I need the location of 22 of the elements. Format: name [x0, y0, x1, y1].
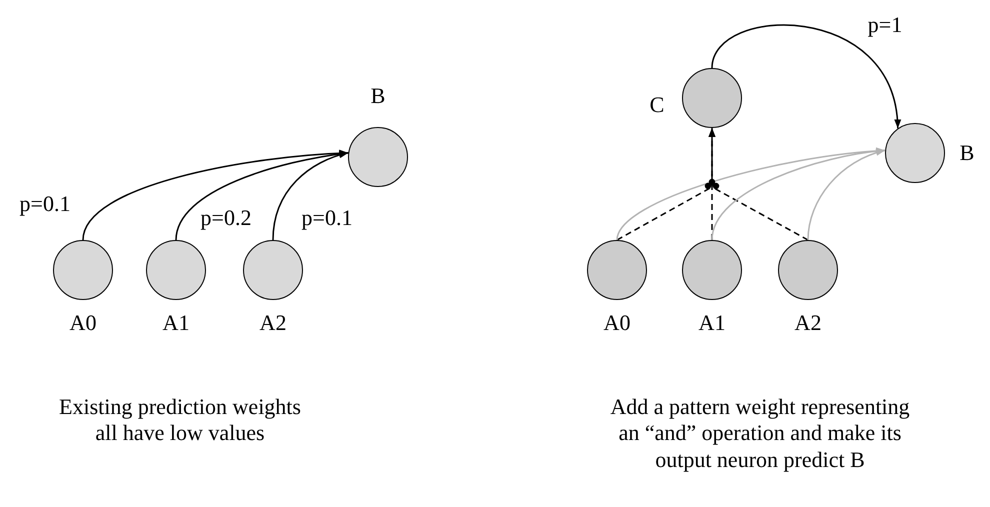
edge-label: p=0.2	[200, 207, 252, 229]
neuron-label: A2	[794, 312, 822, 334]
neuron-label: C	[650, 94, 664, 116]
curved-arrow	[711, 148, 886, 240]
neuron-label: A1	[698, 312, 726, 334]
neuron-label: A1	[162, 312, 190, 334]
curved-arrow	[175, 150, 348, 240]
edge-label: p=0.1	[300, 207, 354, 229]
caption-text: Existing prediction weights all have low values	[58, 394, 302, 447]
neuron-label: A0	[70, 312, 96, 334]
neuron-label: B	[370, 85, 386, 107]
curved-arrow	[711, 24, 900, 129]
caption-text: Add a pattern weight representing an “and” operation and make its output neuron predict B	[609, 394, 911, 474]
curved-arrow	[82, 150, 348, 240]
neuron-label: A2	[260, 312, 286, 334]
neuron-label: B	[960, 142, 974, 164]
curved-arrow	[616, 148, 886, 240]
dashed-arrow	[708, 128, 808, 241]
edge-label: p=0.1	[18, 193, 72, 215]
curved-arrow	[272, 152, 348, 240]
neuron-label: A0	[604, 312, 630, 334]
curved-arrow	[807, 149, 886, 240]
